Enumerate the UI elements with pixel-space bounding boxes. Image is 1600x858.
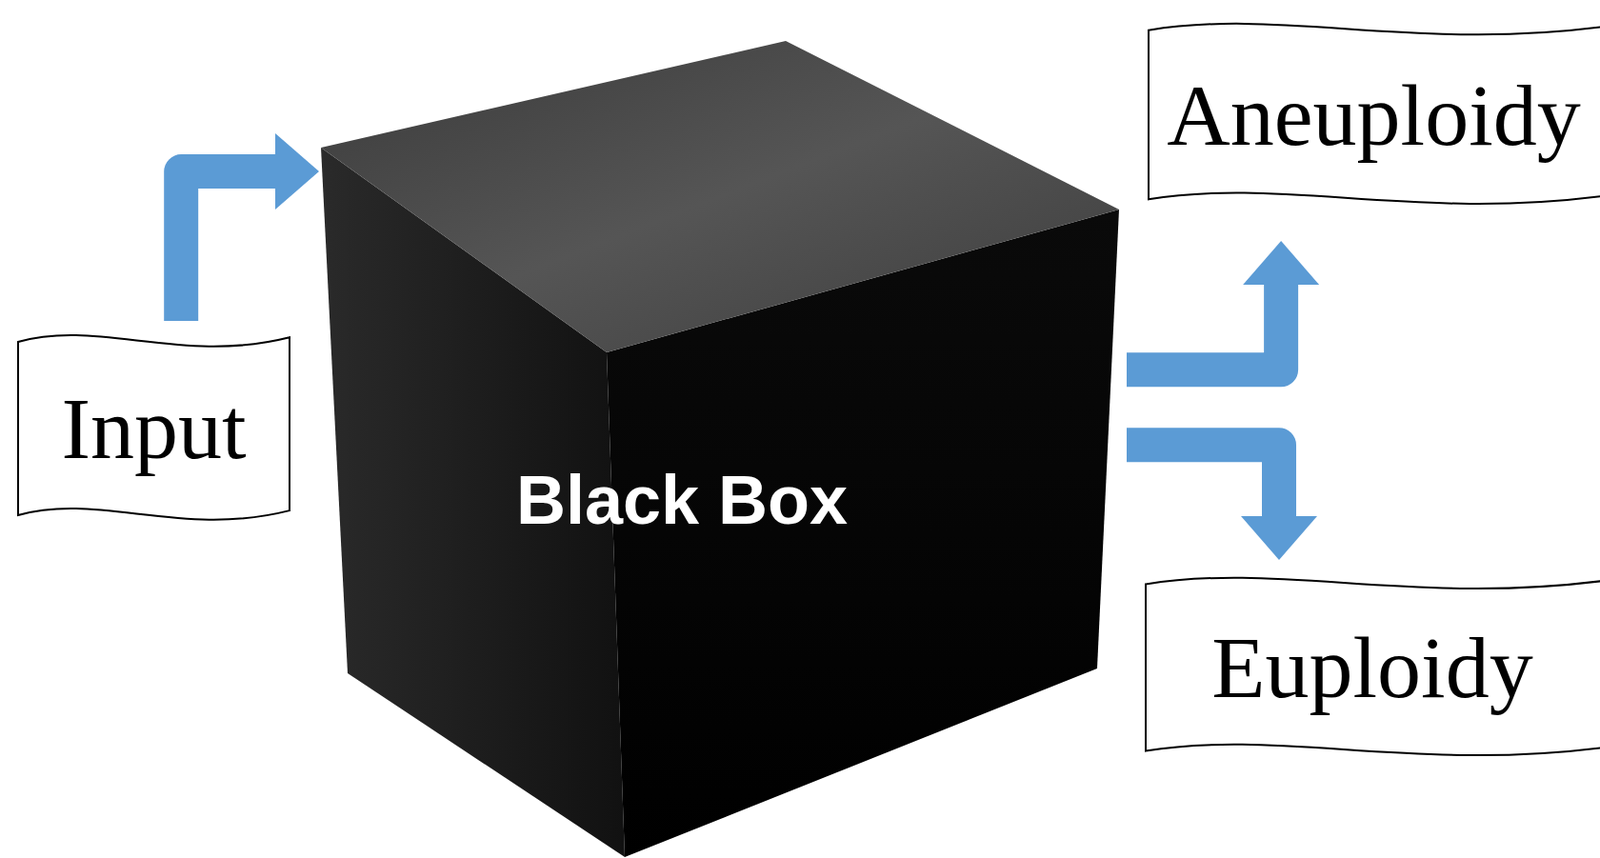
block-arrow: [1126, 444, 1318, 560]
cube-illustration: [320, 40, 1120, 858]
cube-top-face: [320, 40, 1120, 353]
arrow-shaft: [1126, 283, 1281, 370]
black-box-cube: Black Box: [320, 40, 1120, 858]
box-label: Black Box: [516, 465, 848, 535]
banner-label: Aneuploidy: [1166, 71, 1580, 160]
arrow-head: [1240, 516, 1318, 560]
wavy-banner: [1148, 23, 1600, 204]
block-arrow: [1126, 240, 1320, 370]
banner-node: Euploidy: [1144, 569, 1600, 766]
arrow-head: [1242, 240, 1320, 285]
block-arrow: [180, 133, 320, 321]
banner-label: Input: [60, 384, 246, 473]
banner-label: Euploidy: [1211, 623, 1533, 712]
wavy-banner: [18, 335, 290, 520]
arrow-shaft: [180, 171, 277, 321]
arrow-shaft: [1126, 444, 1280, 518]
arrow-head: [275, 133, 320, 210]
wavy-banner: [1145, 578, 1600, 756]
banner-node: Aneuploidy: [1147, 15, 1600, 215]
banner-node: Input: [17, 326, 291, 531]
